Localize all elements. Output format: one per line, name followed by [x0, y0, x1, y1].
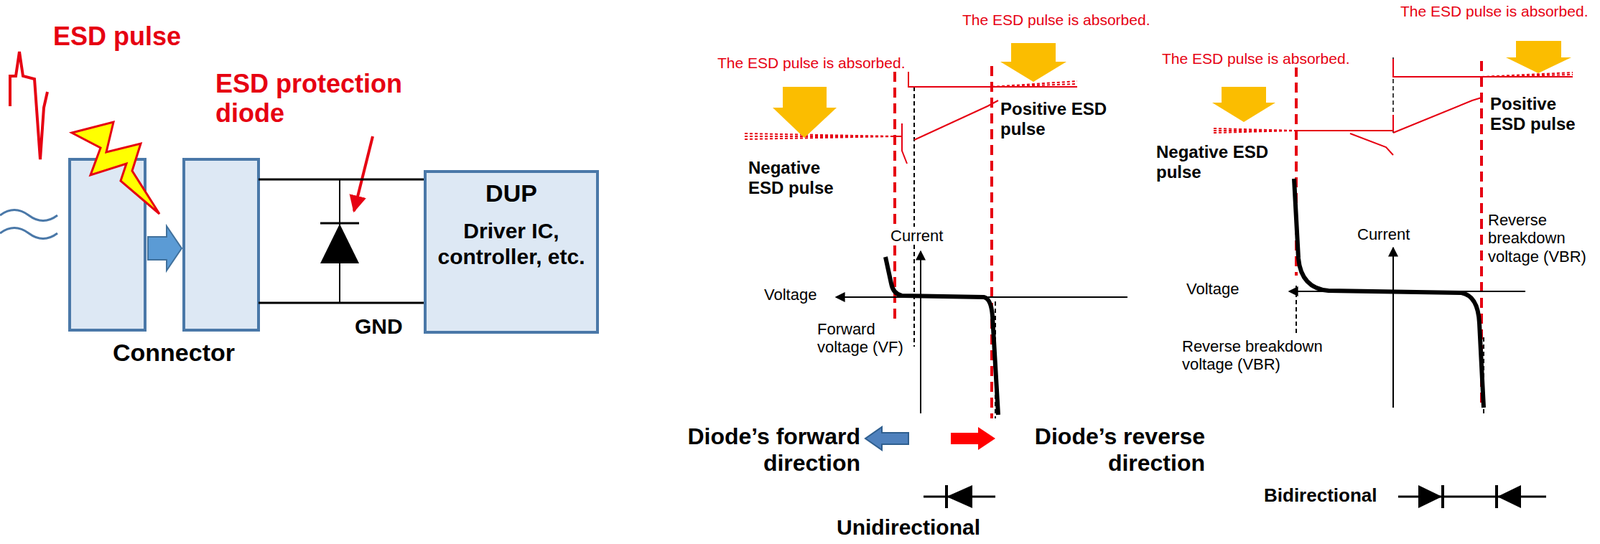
leader-arrow: [354, 136, 373, 212]
esd-pulse-waveform: [10, 51, 48, 160]
limit-line: [893, 56, 897, 347]
connector-socket: [183, 159, 259, 331]
diode-symbol: [320, 224, 360, 264]
current-axis: [1392, 247, 1394, 408]
diode-symbol: [1418, 485, 1443, 509]
label: Unidirectional: [825, 515, 992, 541]
label: Negative ESD pulse: [748, 157, 842, 198]
diode-bar: [320, 222, 360, 225]
limit-line: [990, 66, 994, 419]
current-axis: [919, 251, 922, 414]
label: Voltage: [1186, 280, 1256, 299]
box-title: DUP: [485, 178, 538, 209]
esd-arrow: [1505, 40, 1572, 74]
label: Diode’s reverse direction: [999, 423, 1206, 477]
esd-arrow: [772, 86, 837, 138]
negative-pulse: [744, 133, 895, 140]
clamped-pulse: [914, 100, 999, 141]
negative-pulse: [1213, 128, 1297, 133]
label: Current: [890, 226, 957, 245]
label: The ESD pulse is absorbed.: [1161, 50, 1356, 68]
guide-line: [1295, 285, 1297, 334]
label: Positive ESD pulse: [1490, 94, 1585, 134]
negative-pulse-step: [894, 123, 908, 164]
negative-pulse-step: [1296, 114, 1394, 156]
diode-symbol: [946, 485, 973, 509]
diode-symbol: [1497, 485, 1522, 509]
diode-bar: [1441, 485, 1445, 509]
label: Diode’s forward direction: [654, 423, 861, 477]
lightning-bolt: [71, 122, 160, 215]
label: The ESD pulse is absorbed.: [962, 11, 1157, 29]
label: Reverse breakdown voltage (VBR): [1487, 211, 1596, 266]
label: Positive ESD pulse: [1000, 99, 1109, 139]
label: GND: [354, 314, 421, 340]
label: Reverse breakdown voltage (VBR): [1182, 337, 1355, 375]
label: Connector: [101, 338, 246, 367]
esd-arrow: [1000, 43, 1067, 82]
label: Negative ESD pulse: [1156, 142, 1287, 182]
label: The ESD pulse is absorbed.: [1400, 2, 1595, 21]
clamped-pulse: [1393, 97, 1482, 133]
cable-lines: [0, 210, 58, 240]
device-box: DUP Driver IC, controller, etc.: [423, 170, 599, 334]
positive-pulse-tail: [991, 81, 1078, 87]
label: ESD protection diode: [215, 68, 446, 129]
signal-wire: [258, 178, 426, 181]
positive-pulse-tail: [1481, 72, 1573, 77]
reverse-arrow: [950, 427, 996, 451]
forward-arrow: [865, 427, 909, 451]
label: Forward voltage (VF): [817, 320, 910, 357]
connector-arrow: [147, 226, 182, 271]
guide-line: [913, 86, 915, 347]
label: The ESD pulse is absorbed.: [717, 54, 912, 72]
label: Current: [1357, 225, 1430, 244]
box-text: Driver IC, controller, etc.: [433, 218, 589, 271]
esd-arrow: [1212, 86, 1276, 123]
label: ESD pulse: [53, 21, 240, 51]
ground-wire: [258, 302, 426, 305]
label: Bidirectional: [1263, 485, 1397, 508]
label: Voltage: [764, 285, 834, 304]
